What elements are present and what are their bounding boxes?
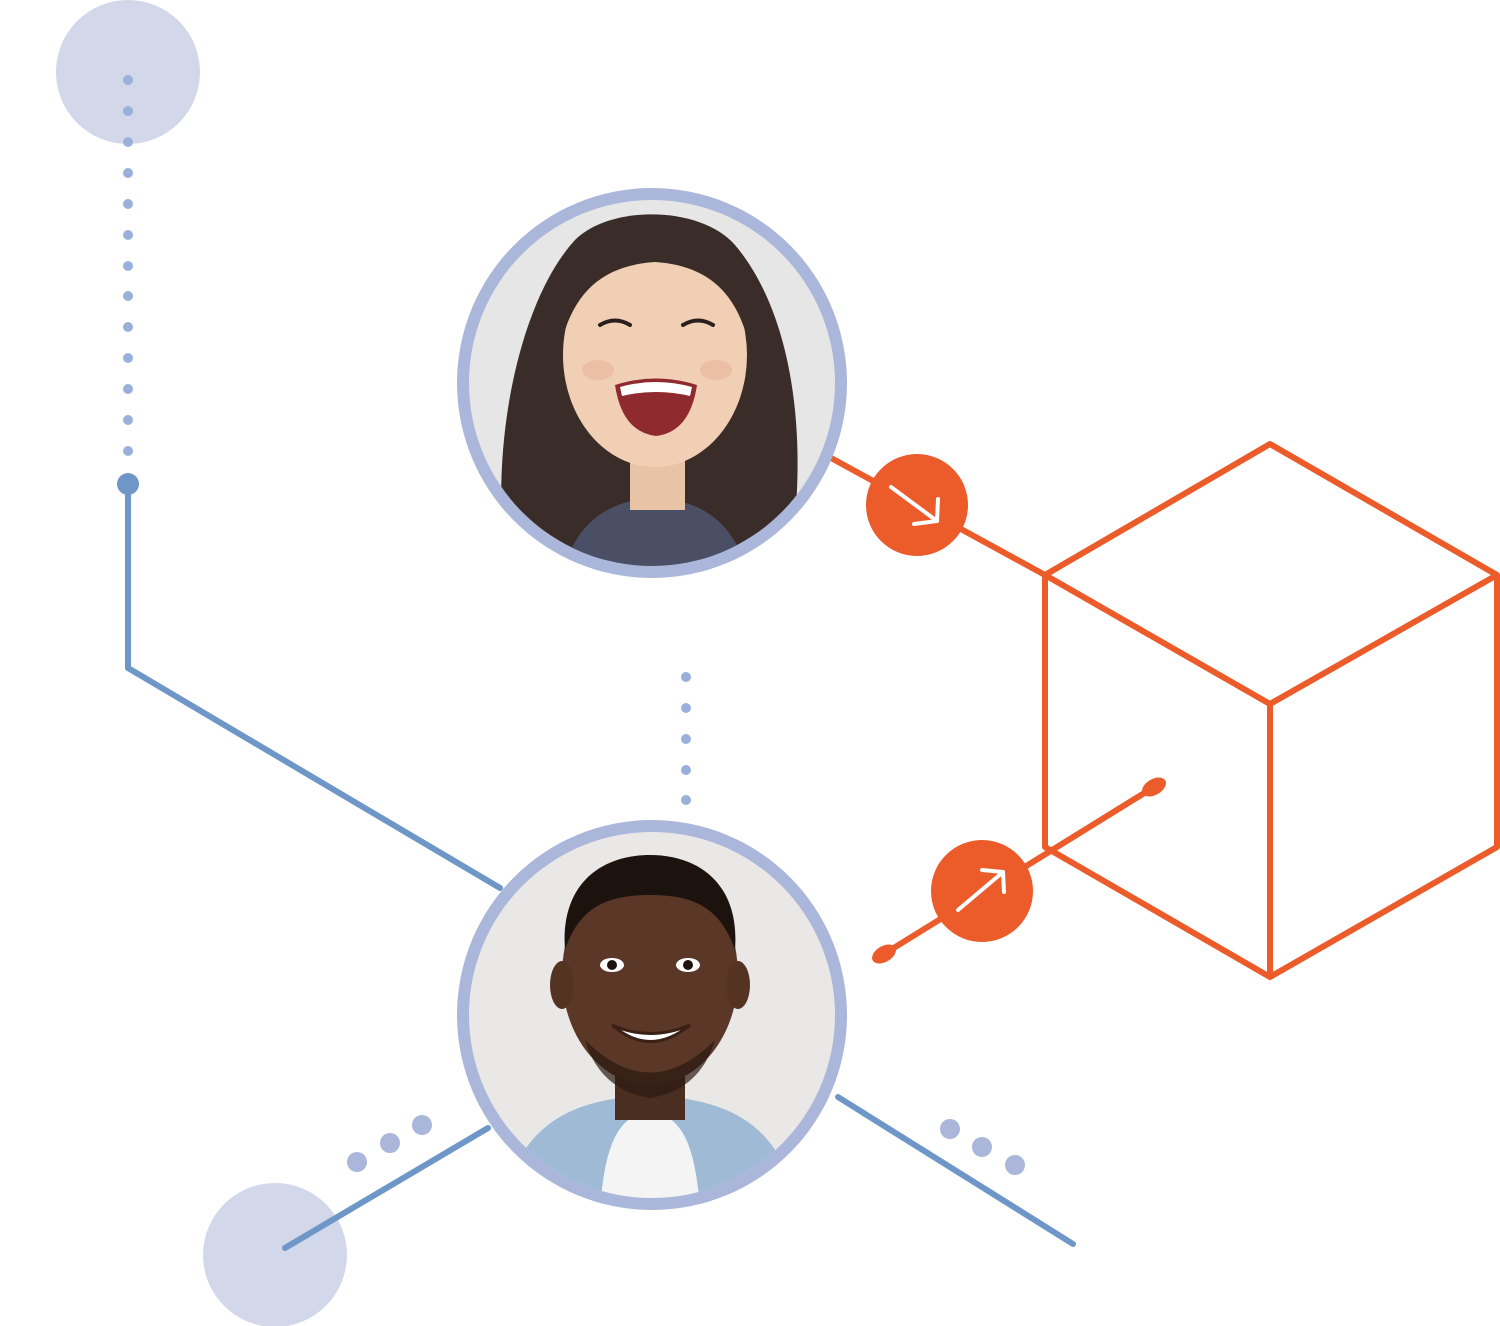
connector-line-left xyxy=(125,481,503,891)
dotted-line-left xyxy=(123,75,133,456)
decorative-circle-bottom-left xyxy=(203,1183,347,1326)
arrow-down-right-icon xyxy=(889,485,940,526)
portrait-man xyxy=(457,820,847,1210)
portrait-girl xyxy=(457,188,847,578)
dot-trail-bottom-left xyxy=(347,1115,432,1172)
dot-trail-bottom-right xyxy=(940,1119,1025,1175)
connector-line-bottom-left xyxy=(282,1125,491,1251)
dotted-line-center xyxy=(681,672,691,805)
arrow-up-right-icon xyxy=(956,868,1006,912)
decorative-circle-top-left xyxy=(56,0,200,144)
orange-connector-bottom xyxy=(872,777,1166,964)
connector-line-bottom-right xyxy=(835,1094,1076,1247)
cube-outline-icon xyxy=(1042,441,1500,980)
